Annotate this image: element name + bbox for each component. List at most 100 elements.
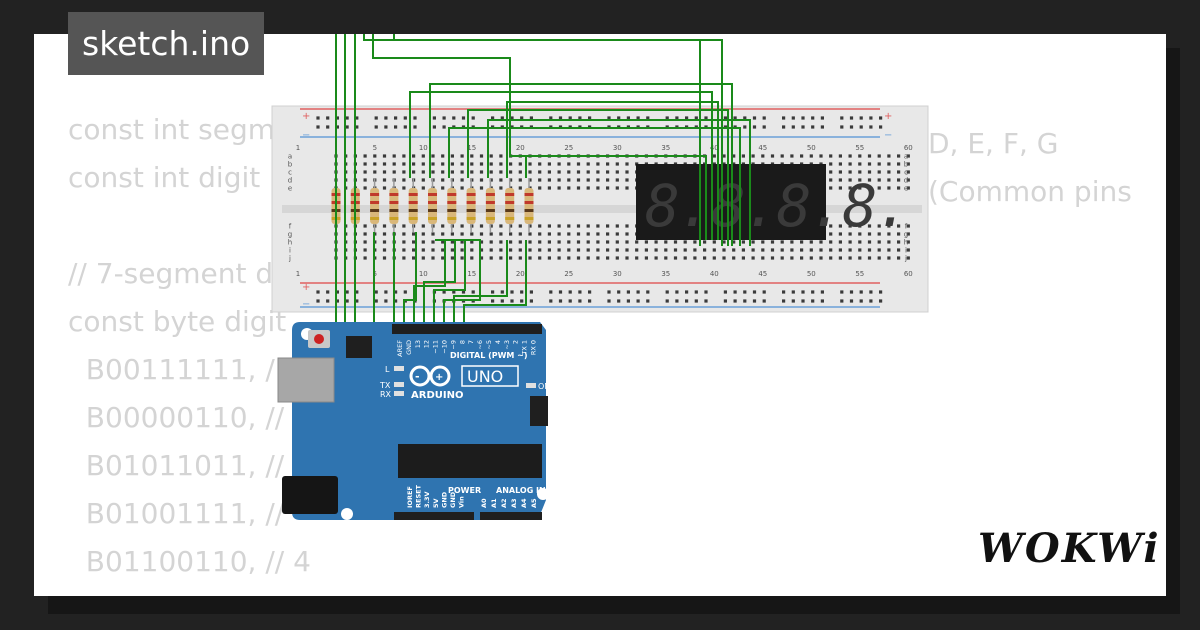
breadboard-hole: [557, 186, 561, 190]
breadboard-hole: [615, 162, 619, 166]
analog-pin-label: A5: [530, 498, 538, 508]
column-number-top: 15: [467, 144, 476, 152]
rail-hole: [685, 116, 689, 120]
breadboard-hole: [402, 170, 406, 174]
rail-hole: [849, 290, 854, 294]
power-pin-label: 3.3V: [423, 491, 431, 508]
rail-hole: [355, 116, 359, 120]
led-on: [526, 383, 536, 388]
breadboard-hole: [479, 162, 484, 166]
resistor-band: [466, 193, 476, 196]
breadboard-hole: [606, 224, 610, 228]
resistor-band: [408, 201, 418, 204]
rail-hole: [811, 125, 815, 129]
breadboard-hole: [489, 224, 493, 228]
breadboard-hole: [615, 232, 619, 236]
breadboard-hole: [586, 170, 590, 174]
breadboard-channel: [282, 205, 922, 213]
breadboard-hole: [518, 248, 522, 252]
breadboard-hole: [906, 162, 910, 166]
breadboard-hole: [412, 170, 416, 174]
breadboard-hole: [887, 248, 891, 252]
code-fragment: (Common pins: [928, 175, 1132, 208]
breadboard-hole: [460, 240, 464, 244]
breadboard-hole: [858, 240, 862, 244]
breadboard-hole: [557, 240, 561, 244]
breadboard-hole: [800, 256, 804, 260]
digital-pin-label: 13: [414, 340, 422, 348]
row-letter: f: [905, 223, 908, 231]
display-digits: 8.8.8.8.: [645, 172, 908, 240]
breadboard-hole: [596, 240, 600, 244]
row-letter: e: [904, 185, 908, 193]
breadboard-hole: [518, 162, 522, 166]
rail-hole: [461, 290, 466, 294]
rail-hole: [820, 125, 824, 129]
breadboard-hole: [596, 186, 600, 190]
breadboard-hole: [499, 256, 503, 260]
breadboard-hole: [450, 162, 454, 166]
rail-hole: [326, 116, 330, 120]
rail-hole: [811, 116, 815, 120]
breadboard-hole: [722, 240, 726, 244]
row-letter: a: [904, 153, 908, 161]
breadboard-hole: [499, 178, 503, 182]
resistor-band: [447, 201, 457, 204]
rail-hole: [636, 299, 640, 303]
breadboard-hole: [470, 154, 474, 158]
column-number-top: 35: [661, 144, 670, 152]
column-number-top: 50: [807, 144, 816, 152]
wire: [423, 240, 456, 330]
breadboard-hole: [867, 248, 872, 252]
breadboard-hole: [382, 256, 387, 260]
rail-hole: [859, 299, 863, 303]
breadboard-hole: [867, 170, 872, 174]
digital-pin-label: 12: [423, 340, 431, 348]
rail-hole: [782, 299, 786, 303]
breadboard-hole: [615, 224, 619, 228]
breadboard-hole: [867, 240, 872, 244]
breadboard-hole: [877, 186, 881, 190]
breadboard-hole: [547, 162, 551, 166]
seven-segment-display[interactable]: 8.8.8.8.: [636, 164, 910, 240]
breadboard-hole: [382, 178, 387, 182]
wire: [403, 232, 417, 330]
column-number-top: 5: [373, 144, 377, 152]
breadboard-hole: [567, 256, 571, 260]
breadboard-hole: [790, 256, 794, 260]
breadboard-hole: [838, 170, 842, 174]
breadboard-hole: [887, 162, 891, 166]
rail-hole: [510, 116, 514, 120]
rail-hole: [374, 125, 378, 129]
rail-hole: [500, 290, 504, 294]
filename-tab[interactable]: sketch.ino: [68, 12, 265, 75]
column-number-bottom: 10: [419, 270, 428, 278]
rail-hole: [879, 125, 883, 129]
rail-hole: [326, 290, 330, 294]
column-number-bottom: 35: [661, 270, 670, 278]
breadboard-hole: [479, 154, 484, 158]
rail-hole: [578, 299, 582, 303]
breadboard-hole: [412, 154, 416, 158]
breadboard-hole: [402, 256, 406, 260]
breadboard-hole: [499, 186, 503, 190]
breadboard-hole: [829, 186, 833, 190]
breadboard-hole: [654, 256, 658, 260]
breadboard-hole: [382, 170, 387, 174]
breadboard-hole: [528, 256, 532, 260]
digital-pin-label: GND: [405, 340, 413, 355]
rail-hole: [752, 116, 757, 120]
reset-button-cap[interactable]: [314, 334, 324, 344]
breadboard-hole: [382, 154, 387, 158]
row-letter: j: [288, 255, 291, 263]
rail-hole: [869, 299, 873, 303]
power-pin-label: IOREF: [406, 486, 414, 508]
led-l-label: L: [385, 365, 390, 374]
rail-hole: [782, 116, 786, 120]
wire: [413, 240, 446, 330]
breadboard-hole: [528, 178, 532, 182]
breadboard-hole: [906, 224, 910, 228]
column-number-bottom: 45: [758, 270, 767, 278]
